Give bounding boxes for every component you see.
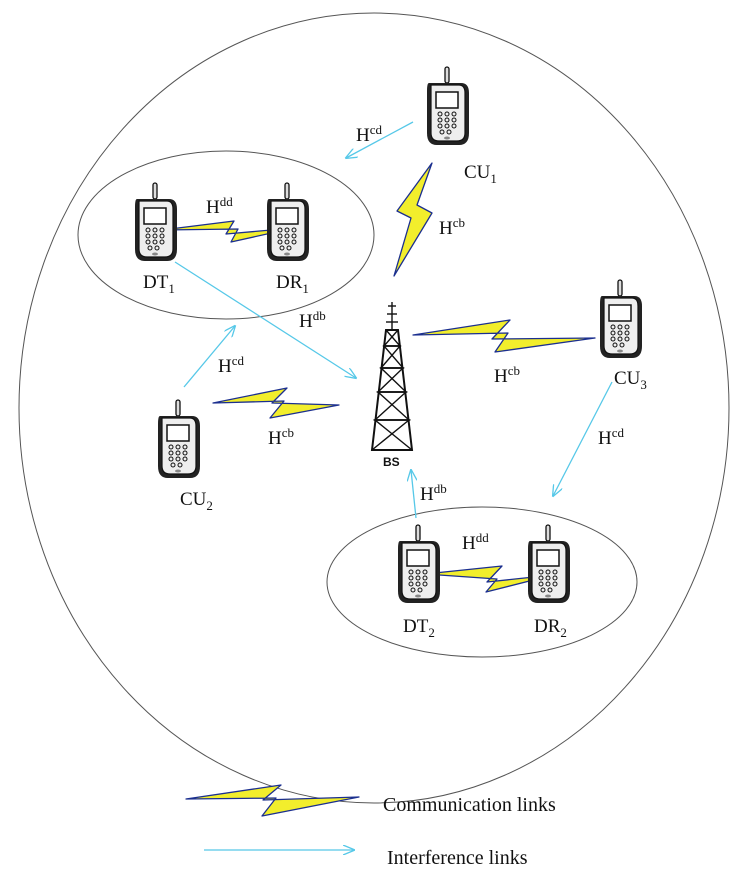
- channel-label-hcd-cu1: Hcd: [356, 122, 383, 146]
- channel-label-hcb-cu1: Hcb: [439, 215, 465, 239]
- comm-link-cu3-bs: [412, 319, 596, 353]
- cell-boundary: [18, 12, 730, 804]
- comm-link-cu1-bs: [393, 162, 433, 277]
- channel-label-hcd-cu2: Hcd: [218, 353, 245, 377]
- label-bs: BS: [383, 455, 400, 469]
- d2d-pair-1-region: [77, 150, 375, 320]
- channel-label-hdb-dt1: Hdb: [299, 308, 326, 332]
- legend-interference-label: Interference links: [387, 847, 528, 869]
- label-cu1: CU1: [464, 162, 497, 186]
- d2d-pair-2-region: [326, 506, 638, 658]
- label-dt2: DT2: [403, 616, 435, 640]
- interference-dt1-bs: [174, 261, 356, 378]
- cu3-phone-icon: [599, 279, 643, 359]
- label-cu3: CU3: [614, 368, 647, 392]
- label-dt1: DT1: [143, 272, 175, 296]
- dt1-phone-icon: [134, 182, 178, 262]
- legend: Communication links Interference links: [185, 784, 556, 869]
- cu1-phone-icon: [426, 66, 470, 146]
- channel-label-hdd-pair1: Hdd: [206, 194, 233, 218]
- channel-label-hdb-dt2: Hdb: [420, 481, 447, 505]
- legend-communication-label: Communication links: [383, 794, 556, 816]
- channel-label-hdd-pair2: Hdd: [462, 530, 489, 554]
- cu2-phone-icon: [157, 399, 201, 479]
- interference-cu3-dt2: [553, 381, 613, 496]
- base-station-tower-icon: [370, 302, 414, 451]
- interference-cu2-dt1: [183, 326, 235, 388]
- communication-links: [161, 162, 596, 593]
- legend-communication-symbol: [185, 784, 360, 817]
- interference-links: [174, 121, 613, 519]
- label-cu2: CU2: [180, 489, 213, 513]
- channel-label-hcb-cu3: Hcb: [494, 363, 520, 387]
- interference-dt2-bs: [411, 470, 416, 519]
- label-dr2: DR2: [534, 616, 567, 640]
- channel-label-hcd-cu3: Hcd: [598, 425, 625, 449]
- dr2-phone-icon: [527, 524, 571, 604]
- dr1-phone-icon: [266, 182, 310, 262]
- dt2-phone-icon: [397, 524, 441, 604]
- comm-link-cu2-bs: [212, 387, 340, 419]
- channel-label-hcb-cu2: Hcb: [268, 425, 294, 449]
- interference-cu1-dt1: [346, 121, 414, 158]
- label-dr1: DR1: [276, 272, 309, 296]
